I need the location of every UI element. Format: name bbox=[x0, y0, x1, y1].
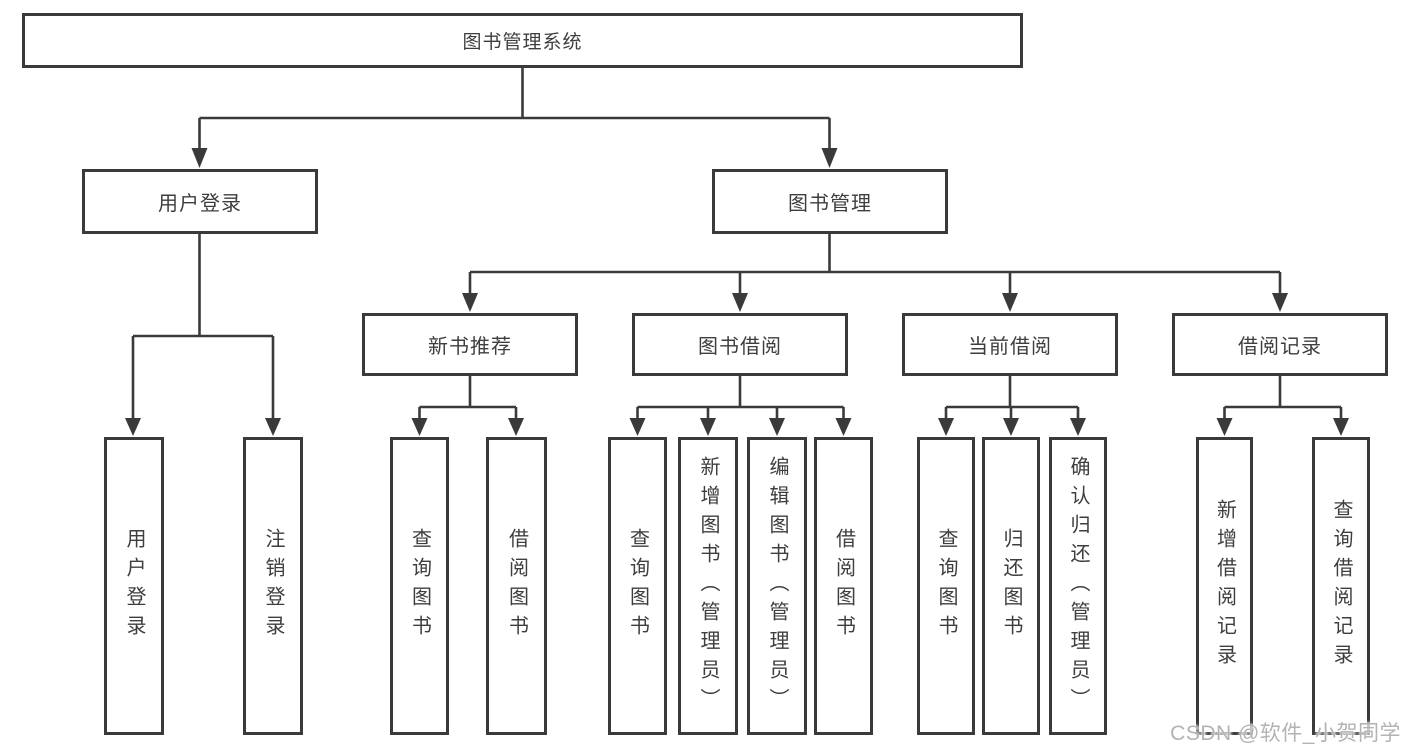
node-current-borrow: 当前借阅 bbox=[902, 313, 1118, 376]
leaf-br-add-record-label: 新增借阅记录 bbox=[1213, 499, 1236, 673]
leaf-cb-return-books: 归还图书 bbox=[982, 437, 1040, 735]
leaf-br-query-record-label: 查询借阅记录 bbox=[1330, 499, 1352, 673]
watermark: CSDN @软件_小贺同学 bbox=[1170, 722, 1401, 745]
leaf-br-query-record: 查询借阅记录 bbox=[1312, 437, 1370, 735]
node-new-book-recommend-label: 新书推荐 bbox=[428, 336, 512, 358]
node-book-borrow-label: 图书借阅 bbox=[698, 336, 782, 358]
leaf-bb-query-books: 查询图书 bbox=[608, 437, 667, 735]
leaf-bb-borrow-books-label: 借阅图书 bbox=[832, 528, 855, 644]
leaf-cb-confirm-return-admin-label: 确认归还（管理员） bbox=[1067, 455, 1089, 717]
leaf-user-login-label: 用户登录 bbox=[123, 528, 145, 644]
leaf-bb-edit-books-admin-label: 编辑图书（管理员） bbox=[766, 455, 788, 717]
leaf-nb-query-books-label: 查询图书 bbox=[408, 528, 431, 644]
node-current-borrow-label: 当前借阅 bbox=[968, 336, 1052, 358]
node-book-management-label: 图书管理 bbox=[788, 193, 872, 215]
leaf-br-add-record: 新增借阅记录 bbox=[1196, 437, 1253, 735]
node-book-management: 图书管理 bbox=[712, 169, 948, 234]
node-borrow-records: 借阅记录 bbox=[1172, 313, 1388, 376]
node-library-management-system-label: 图书管理系统 bbox=[462, 32, 583, 53]
leaf-bb-add-books-admin: 新增图书（管理员） bbox=[678, 437, 738, 735]
leaf-bb-edit-books-admin: 编辑图书（管理员） bbox=[747, 437, 807, 735]
leaf-bb-borrow-books: 借阅图书 bbox=[814, 437, 873, 735]
leaf-cb-return-books-label: 归还图书 bbox=[1000, 528, 1022, 644]
node-borrow-records-label: 借阅记录 bbox=[1238, 336, 1322, 358]
leaf-logout-label: 注销登录 bbox=[262, 528, 284, 644]
node-book-borrow: 图书借阅 bbox=[632, 313, 848, 376]
leaf-nb-borrow-books: 借阅图书 bbox=[486, 437, 547, 735]
node-user-login: 用户登录 bbox=[82, 169, 318, 234]
leaf-cb-query-books-label: 查询图书 bbox=[935, 528, 957, 644]
leaf-nb-borrow-books-label: 借阅图书 bbox=[505, 528, 528, 644]
leaf-bb-add-books-admin-label: 新增图书（管理员） bbox=[697, 455, 719, 717]
node-user-login-label: 用户登录 bbox=[158, 193, 242, 215]
node-library-management-system: 图书管理系统 bbox=[22, 13, 1023, 68]
leaf-user-login: 用户登录 bbox=[104, 437, 164, 735]
leaf-nb-query-books: 查询图书 bbox=[390, 437, 449, 735]
leaf-logout: 注销登录 bbox=[243, 437, 303, 735]
leaf-bb-query-books-label: 查询图书 bbox=[626, 528, 649, 644]
leaf-cb-query-books: 查询图书 bbox=[917, 437, 975, 735]
node-new-book-recommend: 新书推荐 bbox=[362, 313, 578, 376]
leaf-cb-confirm-return-admin: 确认归还（管理员） bbox=[1049, 437, 1107, 735]
